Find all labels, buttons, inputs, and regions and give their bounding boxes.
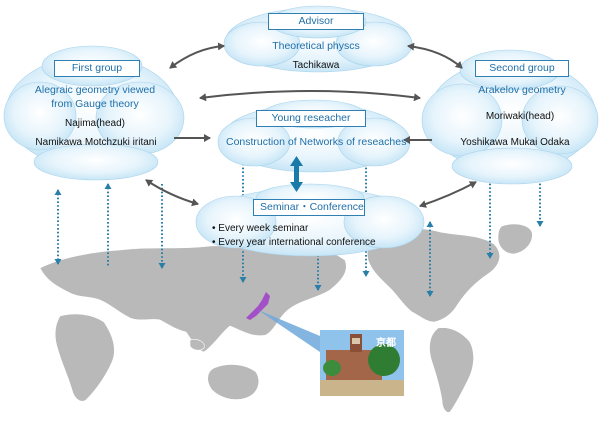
young-researcher-title: Young reseacher [256,110,366,128]
advisor-subtitle: Theoretical physcs [272,40,360,52]
seminar-list: Every week seminar Every year internatio… [212,222,376,250]
advisor-title: Advisor [268,13,364,31]
map-greenland [497,223,533,255]
seminar-title: Seminar・Conference [253,199,365,217]
first-group-topic-line2: from Gauge theory [51,98,139,110]
first-group-title: First group [54,60,140,78]
first-group-head: Najima(head) [64,118,126,129]
arrow-first-second [199,90,421,102]
map-sea-islands [189,339,205,351]
young-researcher-topic: Construction of Networks of reseaches [226,136,407,148]
arrow-second-seminar [419,181,477,208]
kyoto-label: 京都 [376,338,396,349]
advisor-member: Tachikawa [292,60,340,71]
map-south-america [429,327,474,413]
seminar-item-yearly: Every year international conference [212,236,375,250]
kyoto-callout-pointer [258,310,320,352]
map-australia [207,364,259,400]
connection-arrows [145,42,477,208]
first-group-topic-line1: Alegraic geometry viewed [34,84,156,96]
arrow-first-seminar [145,179,199,207]
seminar-item-weekly: Every week seminar [212,222,376,236]
second-group-members: Yoshikawa Mukai Odaka [460,137,570,148]
arrow-advisor-second [407,42,463,69]
map-africa [54,313,115,402]
young-seminar-double-arrow [290,156,303,192]
arrow-first-advisor [169,42,225,69]
japan-highlight [246,292,270,320]
first-group-members: Namikawa Motchzuki iritani [35,137,157,148]
kyoto-university-photo [320,330,404,396]
second-group-head: Moriwaki(head) [485,111,555,122]
second-group-cloud [421,49,599,185]
second-group-title: Second group [475,60,569,78]
second-group-topic: Arakelov geometry [478,84,566,96]
